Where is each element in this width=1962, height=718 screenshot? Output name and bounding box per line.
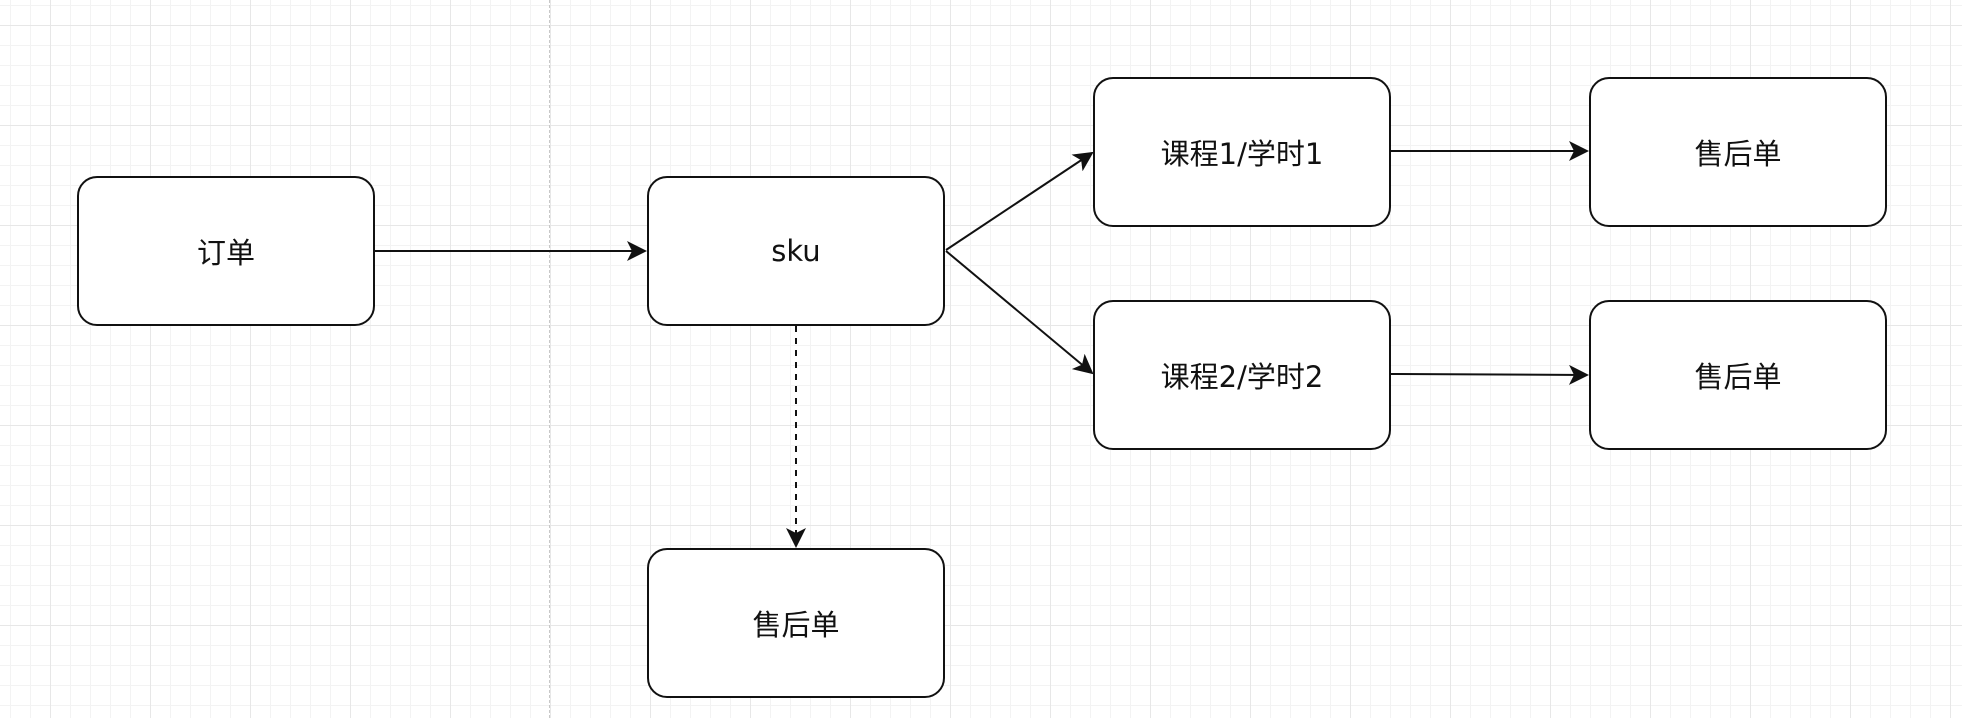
node-after-sale-1[interactable]: 售后单 [1589, 77, 1887, 227]
node-label: 售后单 [1694, 360, 1782, 394]
node-after-sale-2[interactable]: 售后单 [1589, 300, 1887, 450]
node-order[interactable]: 订单 [77, 176, 375, 326]
node-label: 课程1/学时1 [1160, 137, 1324, 171]
node-course-1[interactable]: 课程1/学时1 [1093, 77, 1391, 227]
node-label: 订单 [196, 236, 255, 270]
node-label: 售后单 [1694, 137, 1782, 171]
node-after-sale-3[interactable]: 售后单 [647, 548, 945, 698]
node-course-2[interactable]: 课程2/学时2 [1093, 300, 1391, 450]
node-label: 课程2/学时2 [1160, 360, 1324, 394]
node-sku[interactable]: sku [647, 176, 945, 326]
page-break-line [549, 0, 550, 718]
edge-course2-to-after-sale[interactable] [1390, 364, 1589, 385]
edge-sku-to-course2[interactable] [945, 250, 1094, 375]
node-label: 售后单 [752, 608, 840, 642]
node-label: sku [771, 234, 821, 268]
edge-sku-to-course1[interactable] [945, 151, 1094, 251]
